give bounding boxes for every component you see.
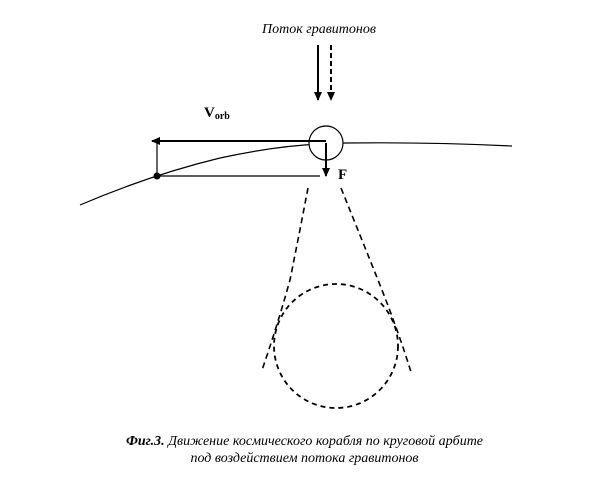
velocity-label-subscript: orb bbox=[214, 111, 230, 122]
planet-circle bbox=[273, 283, 399, 409]
caption-line-2: под воздействием потока гравитонов bbox=[190, 451, 419, 466]
figure-caption: Фиг.3. Движение космического корабля по … bbox=[0, 433, 609, 467]
shadow-cone-left-line bbox=[261, 187, 309, 371]
orbit-path bbox=[79, 142, 513, 206]
caption-line-1-text: Движение космического корабля по кругово… bbox=[164, 434, 484, 449]
shadow-cone-right-line bbox=[340, 187, 412, 373]
velocity-label-main: V bbox=[204, 105, 215, 121]
orbit-point-dot bbox=[153, 172, 161, 180]
caption-prefix: Фиг.3. bbox=[125, 434, 165, 449]
graviton-flux-label: Поток гравитонов bbox=[262, 22, 376, 37]
caption-line-1: Фиг.3. Движение космического корабля по … bbox=[0, 433, 609, 450]
velocity-label: Vorb bbox=[204, 105, 230, 122]
force-label: F bbox=[338, 167, 348, 183]
